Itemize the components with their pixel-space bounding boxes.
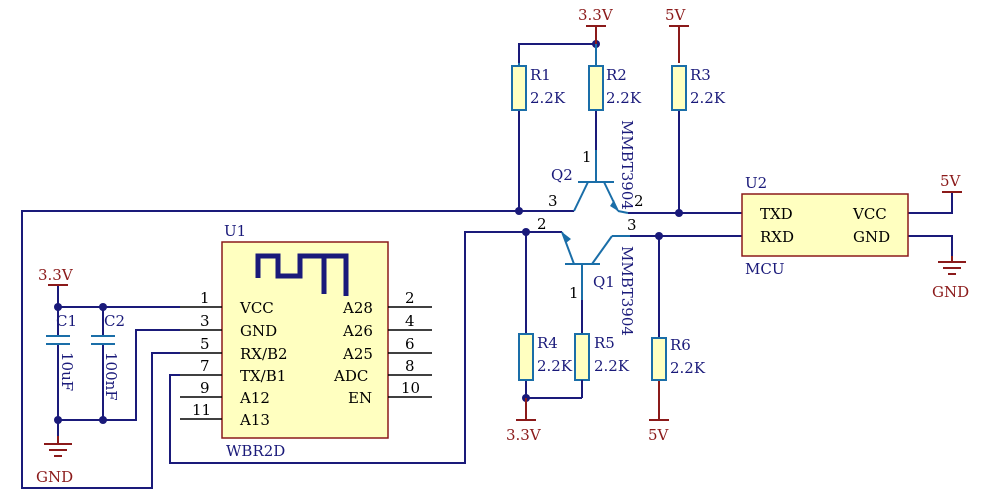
resistor-r2 [588, 65, 604, 111]
u1-part: WBR2D [226, 442, 285, 460]
resistor-r6 [651, 337, 667, 381]
u1-module [180, 241, 432, 439]
resistor-ref: R1 [530, 66, 551, 84]
u1-pin-name: ADC [333, 367, 368, 385]
capacitor-value: 100nF [102, 352, 120, 401]
transistor-pin-e: 2 [537, 215, 547, 233]
u1-pin-name: GND [240, 322, 277, 340]
transistor-pin-e: 2 [634, 192, 644, 210]
u1-pin-name: RX/B2 [240, 345, 288, 363]
u1-pin-num: 3 [200, 312, 210, 330]
u2-pin-name: TXD [760, 205, 793, 223]
transistor-pin-c: 3 [548, 192, 558, 210]
capacitor-ref: C2 [104, 312, 125, 330]
u1-pin-name: EN [348, 389, 372, 407]
antenna-icon [255, 253, 349, 296]
power-label-3v3-left: 3.3V [38, 266, 74, 284]
resistor-ref: R3 [690, 66, 711, 84]
transistor-part: MMBT3904 [618, 246, 636, 336]
u1-designator: U1 [224, 222, 246, 240]
capacitor-bodies [46, 335, 115, 345]
u1-left-pin-names: VCC GND RX/B2 TX/B1 A12 A13 [239, 299, 288, 429]
power-label-gnd-left: GND [36, 468, 73, 486]
arrow-icon [562, 232, 571, 243]
u1-pin-num: 5 [200, 335, 210, 353]
transistor-part: MMBT3904 [618, 120, 636, 210]
transistor-pin-c: 3 [627, 216, 637, 234]
u1-body [221, 241, 389, 439]
u1-pin-name: A25 [342, 345, 373, 363]
resistor-bodies [511, 44, 687, 398]
power-label-5v-bottom: 5V [648, 426, 670, 444]
resistor-r1 [511, 65, 527, 111]
transistor-pin-b: 1 [569, 284, 579, 302]
u1-pin-name: VCC [239, 299, 274, 317]
u1-pin-num: 10 [401, 379, 420, 397]
u2-designator: U2 [745, 174, 767, 192]
u1-pin-num: 11 [192, 401, 211, 419]
u1-pin-num: 1 [200, 289, 210, 307]
u1-pin-num: 8 [405, 357, 415, 375]
resistor-value: 2.2K [606, 89, 642, 107]
resistor-value: 2.2K [670, 359, 706, 377]
u1-right-pin-names: A28 A26 A25 ADC EN [333, 299, 373, 407]
transistor-q2 [573, 150, 629, 214]
u1-right-pin-numbers: 2 4 6 8 10 [401, 289, 420, 397]
u2-pin-name: RXD [760, 228, 794, 246]
u1-pin-num: 2 [405, 289, 415, 307]
u2-pin-name: GND [853, 228, 890, 246]
resistor-value: 2.2K [537, 357, 573, 375]
transistor-pin-b: 1 [582, 148, 592, 166]
u1-pin-num: 6 [405, 335, 415, 353]
capacitor-value: 10uF [58, 352, 76, 391]
power-label-5v-r3: 5V [665, 6, 687, 24]
power-symbols [44, 25, 966, 457]
transistor-ref: Q1 [593, 273, 615, 291]
power-label-5v-u2: 5V [940, 172, 962, 190]
resistor-ref: R5 [594, 334, 615, 352]
resistor-r3 [671, 65, 687, 111]
u1-pin-name: A12 [239, 389, 270, 407]
resistor-r4 [518, 333, 534, 381]
u1-pin-name: A13 [239, 411, 270, 429]
u1-pin-num: 7 [200, 357, 210, 375]
u1-pin-name: A28 [342, 299, 373, 317]
u2-pin-name: VCC [852, 205, 887, 223]
capacitor-ref: C1 [56, 312, 77, 330]
resistor-r5 [574, 333, 590, 381]
transistor-q1 [561, 231, 630, 300]
u1-pin-num: 9 [200, 379, 210, 397]
u1-left-pin-numbers: 1 3 5 7 9 11 [192, 289, 211, 419]
junctions [54, 40, 683, 424]
u1-pin-num: 4 [405, 312, 415, 330]
u1-pin-name: A26 [342, 322, 373, 340]
power-label-3v3-bottom: 3.3V [506, 426, 542, 444]
resistor-value: 2.2K [530, 89, 566, 107]
arrow-icon [610, 200, 618, 211]
power-label-gnd-u2: GND [932, 283, 969, 301]
resistor-value: 2.2K [594, 357, 630, 375]
resistor-ref: R6 [670, 336, 691, 354]
u2-mcu [741, 193, 909, 257]
resistor-ref: R2 [606, 66, 627, 84]
u2-body [741, 193, 909, 257]
power-label-3v3-top: 3.3V [578, 6, 614, 24]
resistor-value: 2.2K [690, 89, 726, 107]
u1-pin-name: TX/B1 [240, 367, 286, 385]
transistor-ref: Q2 [551, 166, 573, 184]
wires [21, 43, 953, 489]
resistor-ref: R4 [537, 334, 558, 352]
u2-part: MCU [745, 260, 784, 278]
